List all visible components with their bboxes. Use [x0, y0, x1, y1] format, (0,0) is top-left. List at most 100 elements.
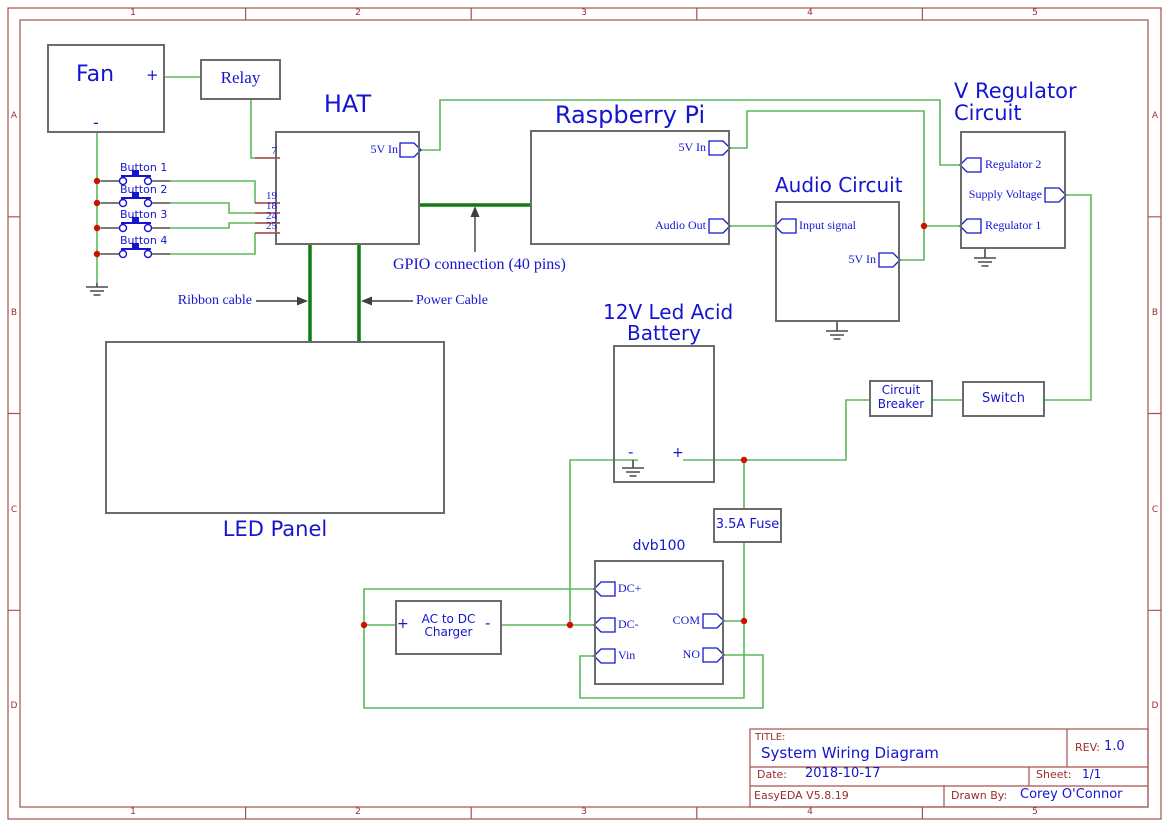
audio-5v-in-label: 5V In	[848, 252, 876, 266]
ribbon-cable-annotation[interactable]: Ribbon cable	[177, 293, 252, 308]
dvb-dc-minus-label: DC-	[618, 617, 639, 631]
fan-plus-label: +	[146, 66, 159, 84]
hat-pin-7: 7	[271, 145, 278, 157]
component-charger[interactable]	[395, 600, 502, 655]
fan-minus-label: -	[93, 113, 99, 132]
regulator-2-flag	[959, 157, 982, 173]
led-panel-title[interactable]: LED Panel	[222, 517, 328, 541]
frame-row-d-left: D	[10, 701, 18, 711]
ground-symbols	[86, 249, 996, 477]
charger-title-line2[interactable]: Charger	[424, 625, 473, 639]
button-2-label[interactable]: Button 2	[120, 183, 168, 196]
frame-row-c-left: C	[10, 505, 18, 515]
supply-voltage-flag	[1044, 187, 1067, 203]
button-1-label[interactable]: Button 1	[120, 161, 168, 174]
ground-icon	[826, 322, 848, 340]
audio-5v-in-flag	[878, 252, 901, 268]
title-block-drawn-by-label: Drawn By:	[951, 789, 1008, 802]
component-raspberry-pi[interactable]	[530, 130, 730, 245]
title-block-grid	[749, 728, 1149, 808]
component-hat[interactable]	[275, 131, 420, 245]
title-block-drawn-by[interactable]: Corey O'Connor	[1020, 787, 1123, 802]
breaker-title-line2[interactable]: Breaker	[877, 397, 925, 411]
dc-plus-flag	[593, 581, 616, 597]
frame-col-1-top: 1	[130, 8, 136, 18]
frame-col-2-bottom: 2	[355, 807, 361, 817]
cables[interactable]	[308, 203, 530, 341]
component-audio-circuit[interactable]	[775, 201, 900, 322]
component-switch[interactable]	[962, 381, 1045, 417]
button-2-symbol	[101, 192, 170, 208]
charger-plus-label: +	[397, 616, 409, 632]
ground-icon	[974, 249, 996, 267]
component-fuse[interactable]	[713, 508, 782, 543]
title-block-rev[interactable]: 1.0	[1104, 739, 1125, 754]
power-cable-annotation[interactable]: Power Cable	[416, 293, 488, 308]
hat-pin-24: 24	[266, 210, 277, 222]
sheet-frame	[7, 7, 1162, 820]
vreg-supply-voltage-label: Supply Voltage	[968, 187, 1042, 201]
gpio-annotation[interactable]: GPIO connection (40 pins)	[393, 256, 566, 273]
battery-minus-label: -	[628, 443, 634, 461]
frame-row-d-right: D	[1151, 701, 1159, 711]
title-block-sheet[interactable]: 1/1	[1082, 767, 1102, 781]
frame-row-a-left: A	[10, 111, 18, 121]
button-symbols[interactable]	[101, 170, 170, 259]
raspberry-pi-title[interactable]: Raspberry Pi	[554, 101, 706, 129]
breaker-title-line1[interactable]: Circuit	[881, 383, 921, 397]
hat-pin-25: 25	[266, 220, 277, 232]
fuse-title[interactable]: 3.5A Fuse	[715, 517, 780, 532]
frame-col-1-bottom: 1	[130, 807, 136, 817]
regulator-1-flag	[959, 218, 982, 234]
dvb100-title[interactable]: dvb100	[632, 538, 686, 554]
hat-pin-19: 19	[266, 190, 277, 202]
title-block-date[interactable]: 2018-10-17	[805, 766, 881, 781]
vreg-regulator-2-label: Regulator 2	[985, 157, 1042, 171]
component-vreg-circuit[interactable]	[960, 131, 1066, 249]
component-dvb100[interactable]	[594, 560, 724, 685]
no-flag	[702, 647, 725, 663]
component-led-panel[interactable]	[105, 341, 445, 514]
button-3-label[interactable]: Button 3	[120, 208, 168, 221]
pi-5v-in-flag	[708, 140, 731, 156]
input-signal-flag	[774, 218, 797, 234]
audio-circuit-title[interactable]: Audio Circuit	[775, 173, 903, 197]
button-3-symbol	[101, 217, 170, 233]
vin-flag	[593, 648, 616, 664]
button-4-symbol	[101, 243, 170, 259]
frame-col-3-top: 3	[581, 8, 587, 18]
charger-minus-label: -	[485, 614, 491, 632]
dvb-dc-plus-label: DC+	[618, 581, 642, 595]
com-flag	[702, 613, 725, 629]
title-block-rev-label: REV:	[1075, 741, 1100, 754]
component-circuit-breaker[interactable]	[869, 380, 933, 417]
switch-title[interactable]: Switch	[982, 391, 1025, 406]
component-relay[interactable]	[200, 59, 281, 100]
fan-title[interactable]: Fan	[75, 62, 115, 87]
vreg-title-line2[interactable]: Circuit	[954, 101, 1022, 125]
dvb-com-label: COM	[672, 613, 700, 627]
frame-row-c-right: C	[1151, 505, 1159, 515]
title-block-title[interactable]: System Wiring Diagram	[761, 744, 939, 762]
frame-col-4-top: 4	[807, 8, 813, 18]
title-block-title-label: TITLE:	[755, 732, 786, 743]
frame-col-5-bottom: 5	[1032, 807, 1038, 817]
button-4-label[interactable]: Button 4	[120, 234, 168, 247]
hat-5v-in-label: 5V In	[370, 142, 398, 156]
frame-col-2-top: 2	[355, 8, 361, 18]
title-block-sheet-label: Sheet:	[1036, 768, 1072, 781]
hat-pin-stubs	[255, 157, 280, 234]
component-fan[interactable]	[47, 44, 165, 133]
hat-5v-in-flag	[399, 142, 422, 158]
component-battery[interactable]	[613, 345, 715, 483]
vreg-title-line1[interactable]: V Regulator	[954, 79, 1077, 103]
battery-title-line2[interactable]: Battery	[626, 321, 702, 345]
port-flags[interactable]	[399, 140, 1067, 664]
hat-title[interactable]: HAT	[323, 90, 372, 118]
charger-title-line1[interactable]: AC to DC	[421, 612, 476, 626]
relay-title[interactable]: Relay	[220, 68, 261, 87]
annotation-arrows	[256, 206, 480, 306]
battery-title-line1[interactable]: 12V Led Acid	[603, 300, 734, 324]
